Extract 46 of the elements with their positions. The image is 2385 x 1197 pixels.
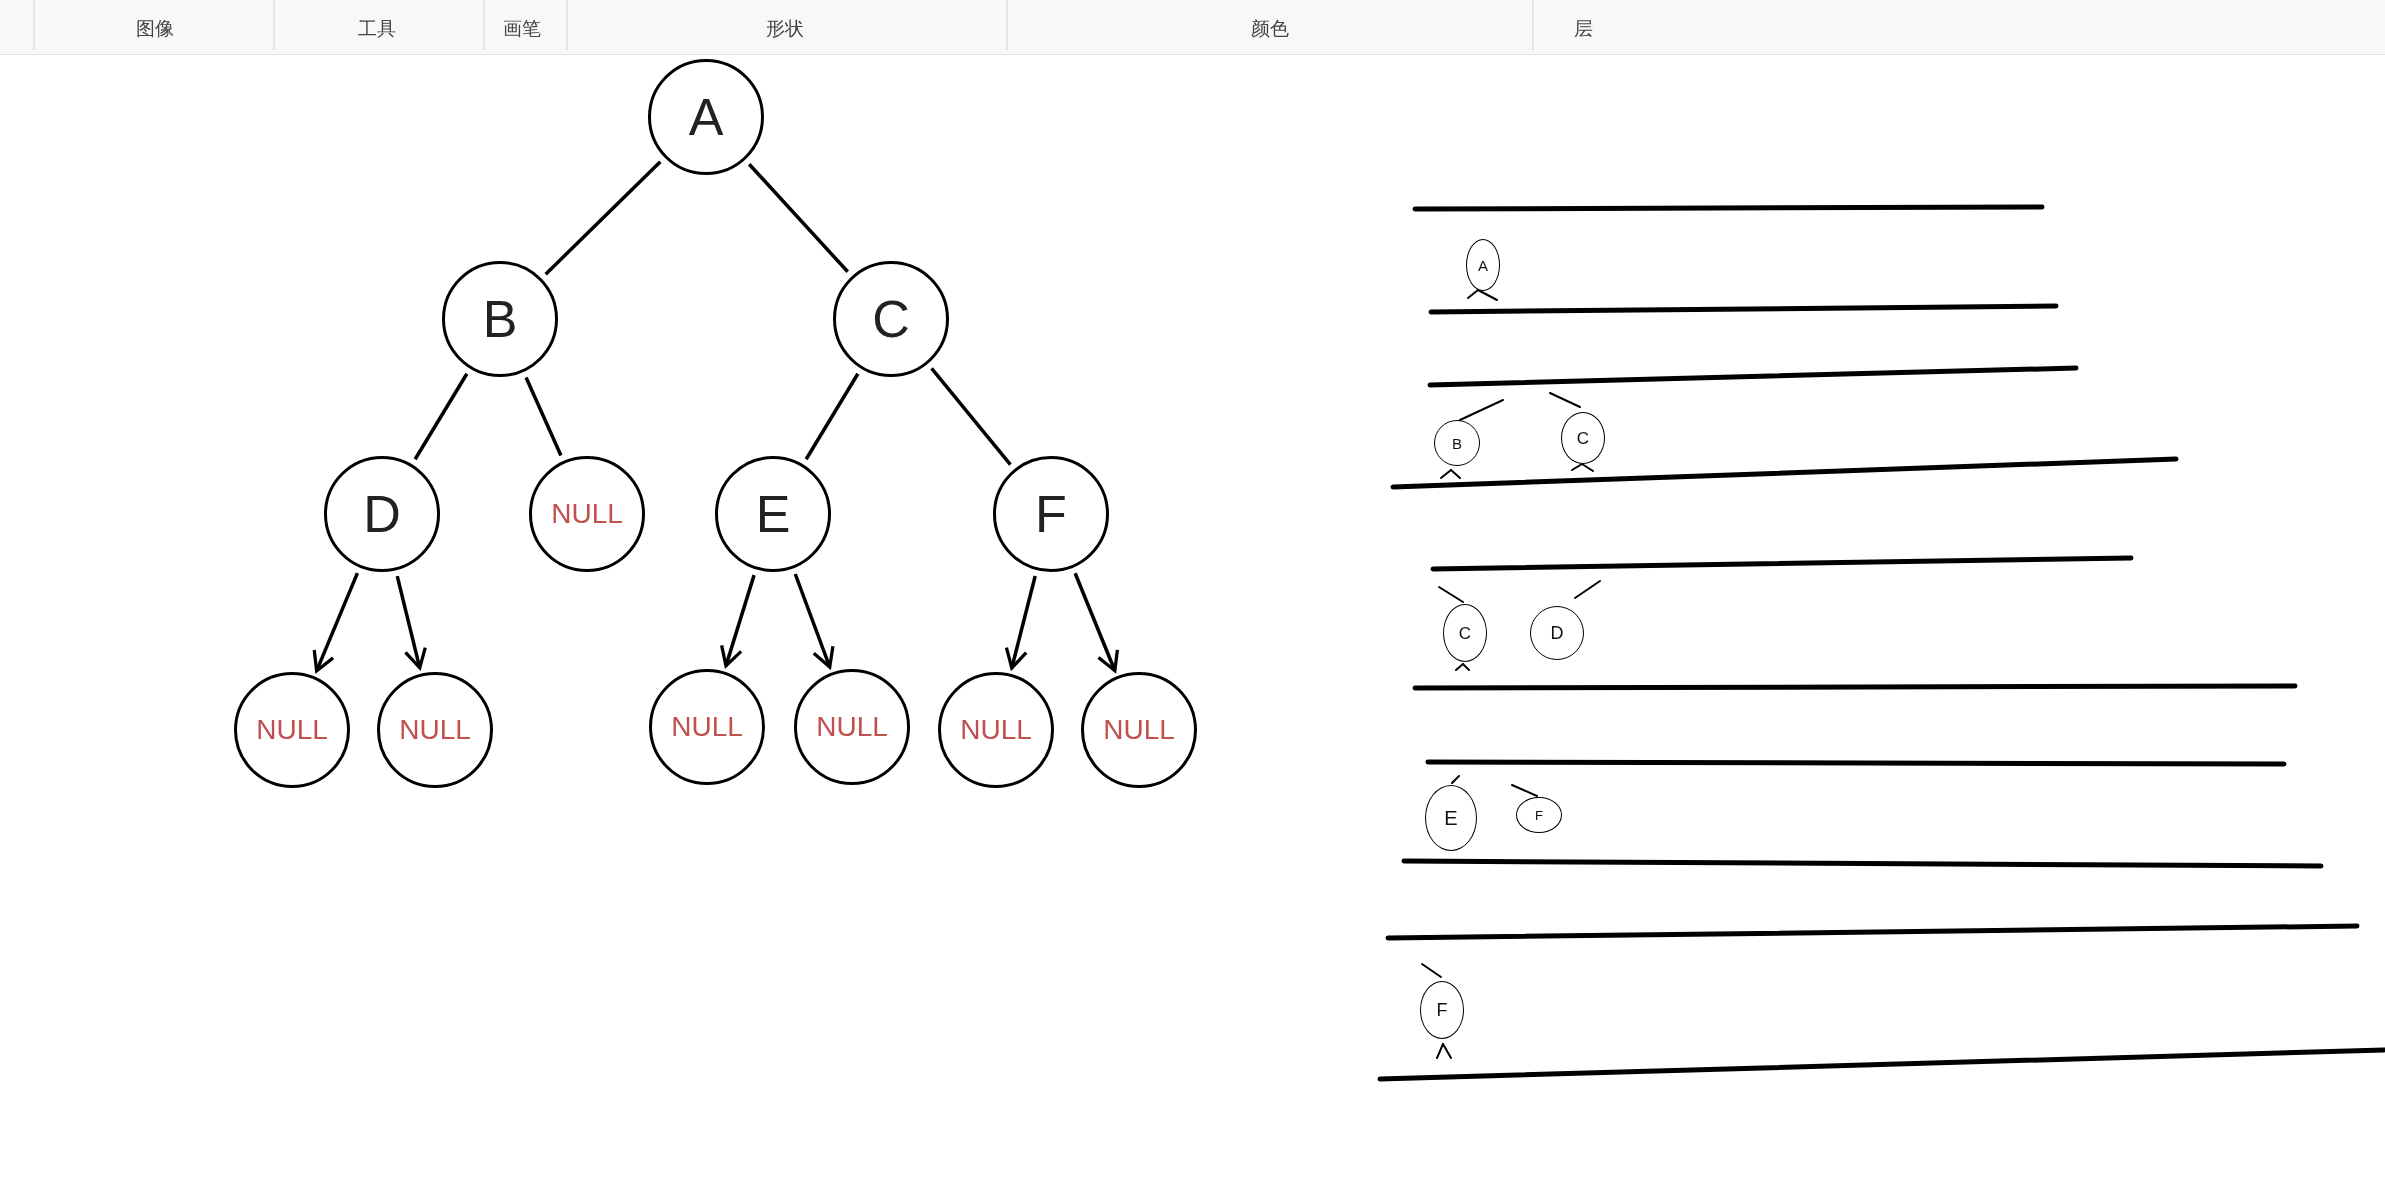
- node-label: NULL: [551, 500, 623, 528]
- node-label: NULL: [816, 713, 888, 741]
- node-label: E: [1444, 808, 1458, 828]
- toolbar-group-label: 形状: [766, 16, 804, 41]
- connector-line: [413, 372, 469, 461]
- node-label: A: [1478, 257, 1488, 273]
- node-label: NULL: [1103, 716, 1175, 744]
- sketch-node-circle: [1561, 412, 1605, 464]
- node-label: F: [1535, 808, 1543, 822]
- node-label: C: [872, 293, 910, 345]
- node-label: D: [363, 488, 401, 540]
- node-label: A: [688, 91, 724, 143]
- arrow: [720, 574, 756, 668]
- toolbar-group-label: 颜色: [1251, 16, 1289, 41]
- sketch-node-circle: [1443, 604, 1487, 662]
- arrow: [312, 572, 359, 673]
- arrow: [1004, 575, 1037, 670]
- node-label: F: [1436, 1001, 1448, 1019]
- toolbar-group-label: 图像: [136, 16, 174, 41]
- node-label: C: [1576, 429, 1590, 447]
- sketch-node-circle: [1420, 981, 1464, 1039]
- connector-line: [544, 160, 662, 276]
- node-label: B: [1452, 435, 1462, 451]
- arrow: [395, 575, 427, 670]
- arrow: [793, 573, 835, 669]
- arrow: [1073, 572, 1119, 673]
- node-label: D: [1550, 624, 1564, 642]
- node-label: NULL: [399, 716, 471, 744]
- node-label: F: [1035, 488, 1067, 540]
- node-label: E: [755, 488, 791, 540]
- connector-line: [804, 372, 860, 461]
- node-label: NULL: [256, 716, 328, 744]
- connector-line: [747, 163, 850, 273]
- toolbar-group-label: 工具: [358, 16, 396, 41]
- sketch-node-circle: [1434, 420, 1480, 466]
- connector-line: [524, 376, 563, 457]
- node-label: NULL: [671, 713, 743, 741]
- connector-line: [930, 367, 1012, 466]
- node-label: C: [1458, 624, 1472, 642]
- sketch-node-circle: [1516, 797, 1562, 833]
- sketch-node-circle: [1530, 606, 1584, 660]
- node-label: B: [482, 293, 518, 345]
- toolbar-group-label: 层: [1573, 16, 1593, 41]
- sketch-node-circle: [1466, 239, 1500, 291]
- toolbar-group-label: 画笔: [503, 16, 541, 41]
- node-label: NULL: [960, 716, 1032, 744]
